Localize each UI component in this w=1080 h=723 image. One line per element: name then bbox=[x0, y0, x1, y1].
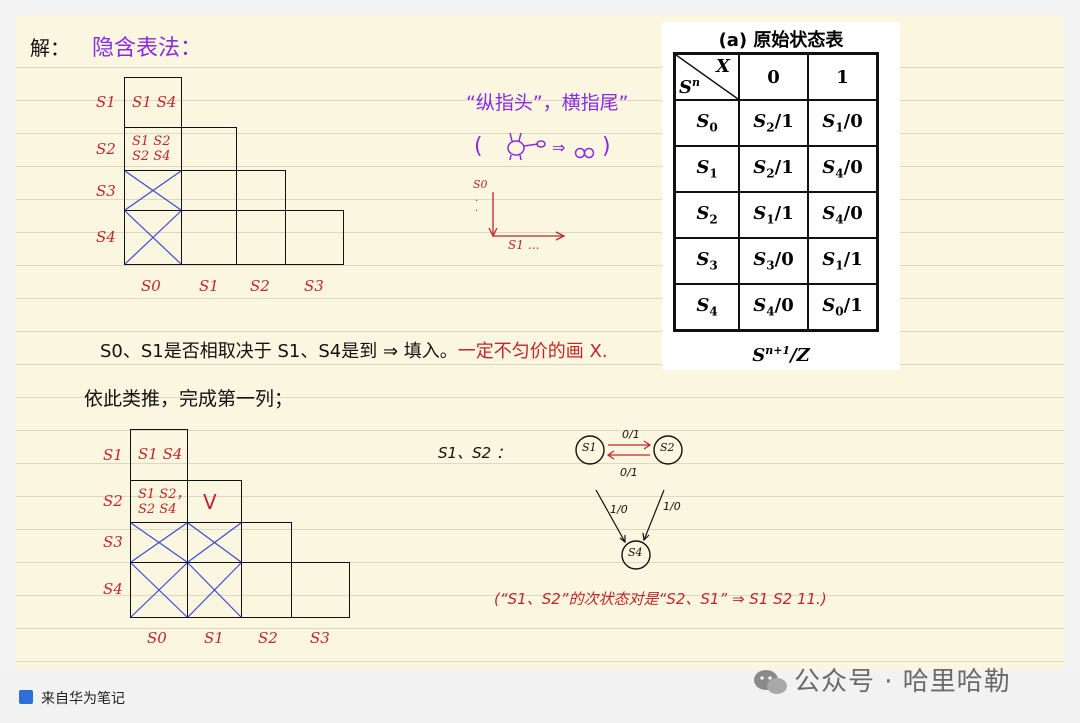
grid1-col-label: S3 bbox=[304, 277, 324, 295]
table-cell: S4/0 bbox=[807, 145, 879, 193]
table-row: S3 S3/0 S1/1 bbox=[673, 237, 879, 285]
wechat-icon bbox=[754, 670, 787, 694]
table-cell: S2/1 bbox=[738, 145, 809, 193]
grid2-row-label: S3 bbox=[103, 533, 123, 551]
grid1-col-label: S0 bbox=[141, 277, 161, 295]
check-mark: V bbox=[203, 490, 217, 514]
grid1-cell-text: S1 S4 bbox=[132, 93, 177, 111]
state-table-panel: (a) 原始状态表 X Sn 0 1 S0 S2/1 S1/0 S1 S2/1 bbox=[662, 22, 900, 370]
method-title: 隐含表法： bbox=[92, 36, 203, 61]
axis-h-label: S1 … bbox=[508, 238, 540, 252]
grid2-row-label: S2 bbox=[103, 492, 123, 510]
tip-arrow: ⇒ bbox=[552, 138, 566, 157]
table-state-cell: S3 bbox=[673, 237, 740, 285]
tip-paren-close: ) bbox=[602, 134, 611, 159]
solution-label: 解： bbox=[30, 36, 70, 60]
grid1-row-label: S1 bbox=[96, 93, 116, 111]
edge-label-bottom: 0/1 bbox=[620, 466, 638, 479]
table-caption: (a) 原始状态表 bbox=[718, 30, 844, 51]
animal-sketch-icon bbox=[507, 132, 546, 161]
watermark-text: 公众号 · 哈里哈勒 bbox=[794, 667, 1011, 697]
grid1-cell-s4-s3 bbox=[285, 210, 344, 265]
table-footer: Sn+1/Z bbox=[752, 344, 810, 366]
grid1-row-label: S2 bbox=[96, 140, 116, 158]
table-cell: S0/1 bbox=[807, 283, 879, 332]
source-label: 来自华为笔记 bbox=[41, 691, 125, 707]
table-col-header: 1 bbox=[807, 52, 879, 101]
table-cell: S2/1 bbox=[738, 99, 809, 147]
table-corner-cell: X Sn bbox=[673, 52, 740, 101]
explanation-line-1: S0、S1是否相取决于 S1、S4是到 ⇒ 填入。一定不匀价的画 X. bbox=[100, 337, 608, 363]
table-cell: S4/0 bbox=[807, 191, 879, 239]
table-row: S2 S1/1 S4/0 bbox=[673, 191, 879, 239]
table-cell: S1/1 bbox=[807, 237, 879, 285]
grid2-cell-text: S1 S4 bbox=[138, 445, 183, 463]
state-node-s4: S4 bbox=[628, 546, 643, 559]
grid1-col-label: S2 bbox=[250, 277, 270, 295]
grid1-cell-text: S1 S2 bbox=[132, 134, 171, 149]
grid2-row-label: S1 bbox=[103, 446, 123, 464]
conclusion-note: (“S1、S2”的次状态对是“S2、S1” ⇒ S1 S2 11.) bbox=[494, 590, 827, 608]
corner-x-label: X bbox=[716, 56, 730, 77]
grid2-cell-text: S1 S2， bbox=[138, 487, 190, 502]
table-state-cell: S4 bbox=[673, 283, 740, 332]
edge-label-left: 1/0 bbox=[610, 503, 628, 516]
grid1-cell-text: S2 S4 bbox=[132, 149, 171, 164]
explanation-line-1-main: S0、S1是否相取决于 S1、S4是到 ⇒ 填入。 bbox=[100, 341, 458, 362]
corner-diagonal bbox=[676, 55, 738, 99]
table-cell: S4/0 bbox=[738, 283, 809, 332]
table-state-cell: S2 bbox=[673, 191, 740, 239]
pair-label: S1、S2 ： bbox=[438, 444, 511, 462]
grid2-cell-text: S2 S4 bbox=[138, 502, 177, 517]
grid2-col-label: S1 bbox=[204, 629, 224, 647]
table-state-cell: S1 bbox=[673, 145, 740, 193]
corner-s-label: Sn bbox=[679, 76, 700, 98]
eyes-sketch-icon bbox=[574, 147, 595, 159]
state-table: X Sn 0 1 S0 S2/1 S1/0 S1 S2/1 S4/0 S2 S1… bbox=[673, 52, 879, 332]
table-cell: S1/0 bbox=[807, 99, 879, 147]
edge-label-top: 0/1 bbox=[622, 428, 640, 441]
explanation-line-2: 依此类推，完成第一列； bbox=[84, 388, 294, 410]
grid2-col-label: S3 bbox=[310, 629, 330, 647]
tip-paren-open: ( bbox=[474, 134, 483, 159]
grid1-row-label: S3 bbox=[96, 182, 116, 200]
table-cell: S1/1 bbox=[738, 191, 809, 239]
table-header-row: X Sn 0 1 bbox=[673, 52, 879, 101]
state-node-s2: S2 bbox=[660, 441, 675, 454]
state-node-s1: S1 bbox=[582, 441, 597, 454]
huawei-notes-icon bbox=[19, 690, 33, 704]
state-diagram bbox=[575, 435, 683, 570]
app-footer bbox=[0, 671, 1080, 723]
table-state-cell: S0 bbox=[673, 99, 740, 147]
edge-label-right: 1/0 bbox=[663, 500, 681, 513]
svg-text:·: · bbox=[475, 196, 478, 207]
grid2-cell-s4-s3 bbox=[291, 562, 350, 618]
tip-text: “纵指头”，横指尾” bbox=[466, 92, 629, 114]
grid1-row-label: S4 bbox=[96, 228, 116, 246]
explanation-line-1-note: 一定不匀价的画 X. bbox=[457, 341, 608, 362]
grid2-col-label: S0 bbox=[147, 629, 167, 647]
grid2-row-label: S4 bbox=[103, 580, 123, 598]
table-row: S1 S2/1 S4/0 bbox=[673, 145, 879, 193]
svg-text:·: · bbox=[475, 206, 478, 217]
direction-arrows: · · bbox=[475, 192, 566, 241]
table-row: S4 S4/0 S0/1 bbox=[673, 283, 879, 332]
table-col-header: 0 bbox=[738, 52, 809, 101]
table-cell: S3/0 bbox=[738, 237, 809, 285]
axis-v-label: S0 bbox=[473, 178, 488, 191]
grid2-col-label: S2 bbox=[258, 629, 278, 647]
table-row: S0 S2/1 S1/0 bbox=[673, 99, 879, 147]
grid1-col-label: S1 bbox=[199, 277, 219, 295]
